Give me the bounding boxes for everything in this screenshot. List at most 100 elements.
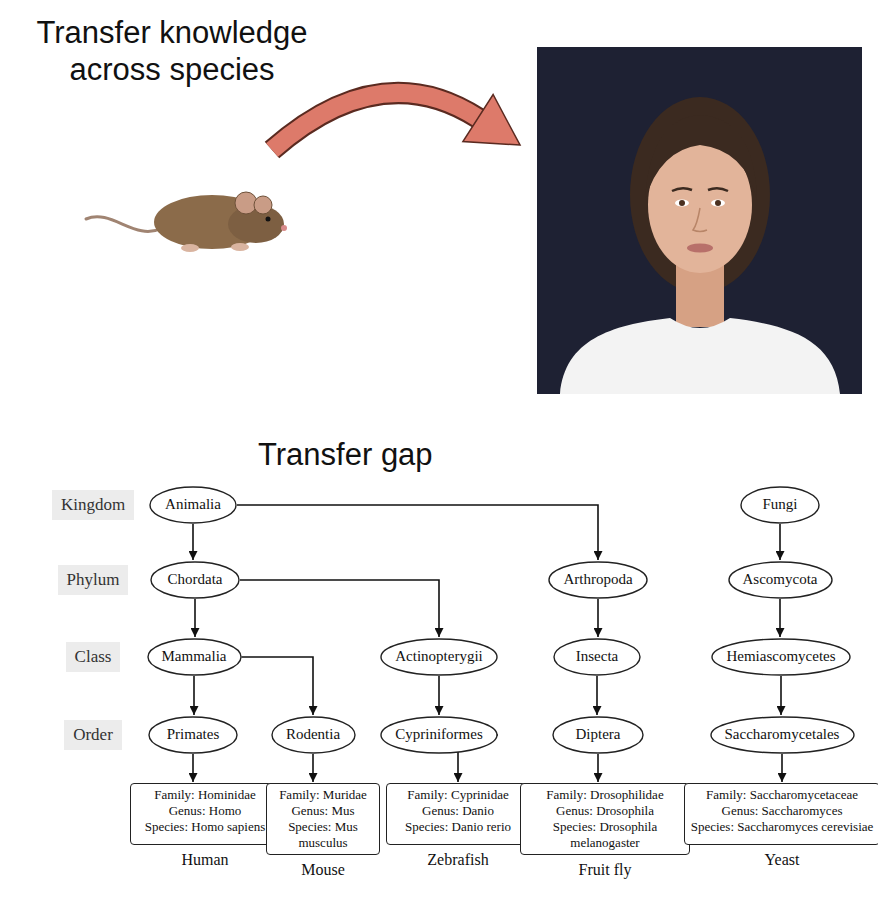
species-box: Family: DrosophilidaeGenus: DrosophilaSp… xyxy=(520,783,690,855)
taxon-name: Fungi xyxy=(762,496,797,513)
ellipse-outline xyxy=(149,717,237,753)
ellipse-outline xyxy=(729,562,832,598)
species-box: Family: HominidaeGenus: HomoSpecies: Hom… xyxy=(130,783,280,845)
neck xyxy=(676,265,724,327)
portrait-background xyxy=(537,47,862,394)
ellipse-outline xyxy=(151,562,239,598)
iris xyxy=(715,200,721,206)
species-box: Family: SaccharomycetaceaeGenus: Sacchar… xyxy=(684,783,878,845)
taxon-line: Genus: Drosophila xyxy=(525,803,685,819)
taxonomy-connector xyxy=(597,754,599,782)
taxon-ellipse: Saccharomycetales xyxy=(710,716,855,754)
taxonomy-connector xyxy=(240,580,439,637)
mouse-illustration xyxy=(86,192,287,252)
taxon-line: Species: Saccharomyces cerevisiae xyxy=(689,819,875,835)
taxon-ellipse: Rodentia xyxy=(271,716,356,754)
taxon-line: Genus: Danio xyxy=(391,803,525,819)
taxonomy-connector xyxy=(780,676,782,715)
ellipse-outline xyxy=(741,487,819,523)
rank-name: Class xyxy=(75,647,112,667)
taxon-name: Mammalia xyxy=(162,648,227,665)
taxon-ellipse: Chordata xyxy=(150,561,240,599)
taxonomy-connector xyxy=(192,754,194,782)
iris xyxy=(679,200,685,206)
taxon-line: Family: Hominidae xyxy=(135,787,275,803)
taxon-line: Genus: Homo xyxy=(135,803,275,819)
mouse-eye xyxy=(266,217,271,222)
ellipse-outline xyxy=(272,717,355,753)
taxon-line: Family: Saccharomycetaceae xyxy=(689,787,875,803)
taxon-line: Family: Drosophilidae xyxy=(525,787,685,803)
lips xyxy=(687,244,713,253)
rank-label-box: Phylum xyxy=(58,565,129,595)
mouse-ear xyxy=(254,196,272,214)
arrow-body xyxy=(272,93,478,150)
taxon-ellipse: Diptera xyxy=(552,716,644,754)
species-common-name: Fruit fly xyxy=(501,860,709,880)
rank-name: Order xyxy=(73,725,113,745)
hair-top xyxy=(645,115,757,200)
page-title: Transfer knowledge across species xyxy=(12,14,332,88)
ellipse-outline xyxy=(549,562,647,598)
taxon-ellipse: Primates xyxy=(148,716,238,754)
nose xyxy=(693,208,707,232)
taxon-ellipse: Fungi xyxy=(740,486,820,524)
taxon-line: Species: Drosophila melanogaster xyxy=(525,819,685,851)
transfer-arrow xyxy=(272,93,520,150)
mouse-foot xyxy=(181,244,199,252)
ellipse-outline xyxy=(711,717,854,753)
section-heading: Transfer gap xyxy=(258,436,433,473)
taxonomy-connector xyxy=(779,524,781,560)
taxonomy-connector xyxy=(596,676,598,715)
taxon-name: Actinopterygii xyxy=(395,648,482,665)
taxon-name: Rodentia xyxy=(286,726,340,743)
species-box: Family: MuridaeGenus: MusSpecies: Mus mu… xyxy=(266,783,380,855)
taxonomy-connector xyxy=(438,676,440,715)
species-box: Family: CyprinidaeGenus: DanioSpecies: D… xyxy=(386,783,530,845)
taxon-line: Family: Muridae xyxy=(271,787,375,803)
taxon-name: Saccharomycetales xyxy=(725,726,840,743)
ellipse-outline xyxy=(150,487,236,523)
eye xyxy=(675,200,689,207)
rank-label-box: Class xyxy=(66,642,121,672)
arrow-outline xyxy=(272,93,478,150)
taxonomy-connector xyxy=(597,599,599,637)
ellipse-outline xyxy=(381,639,497,675)
taxon-name: Animalia xyxy=(165,496,221,513)
taxon-name: Chordata xyxy=(168,571,223,588)
mouse-ear xyxy=(235,192,257,214)
taxonomy-connector xyxy=(781,754,783,782)
ellipse-outline xyxy=(381,717,497,753)
taxon-line: Genus: Mus xyxy=(271,803,375,819)
taxon-line: Species: Danio rerio xyxy=(391,819,525,835)
rank-label-box: Order xyxy=(64,720,122,750)
taxon-name: Primates xyxy=(167,726,220,743)
human-portrait xyxy=(537,47,862,394)
taxon-line: Family: Cyprinidae xyxy=(391,787,525,803)
taxonomy-connector xyxy=(242,657,314,715)
arrow-head xyxy=(463,95,520,146)
taxon-line: Species: Mus musculus xyxy=(271,819,375,851)
taxon-ellipse: Mammalia xyxy=(147,638,242,676)
species-common-name: Mouse xyxy=(247,860,399,880)
rank-name: Kingdom xyxy=(61,495,125,515)
taxon-line: Genus: Saccharomyces xyxy=(689,803,875,819)
taxon-name: Insecta xyxy=(576,648,618,665)
eyebrow xyxy=(708,188,728,191)
taxonomy-connector xyxy=(237,505,598,560)
taxon-ellipse: Cypriniformes xyxy=(380,716,498,754)
taxon-line: Species: Homo sapiens xyxy=(135,819,275,835)
taxon-name: Diptera xyxy=(576,726,621,743)
ellipse-outline xyxy=(553,717,643,753)
taxonomy-connector xyxy=(312,754,314,782)
taxon-ellipse: Actinopterygii xyxy=(380,638,498,676)
taxon-ellipse: Insecta xyxy=(553,638,641,676)
mouse-foot xyxy=(231,243,249,251)
taxon-ellipse: Ascomycota xyxy=(728,561,833,599)
taxonomy-connector xyxy=(192,524,194,560)
taxon-name: Cypriniformes xyxy=(395,726,483,743)
ellipse-outline xyxy=(554,639,640,675)
mouse-nose xyxy=(281,225,287,231)
